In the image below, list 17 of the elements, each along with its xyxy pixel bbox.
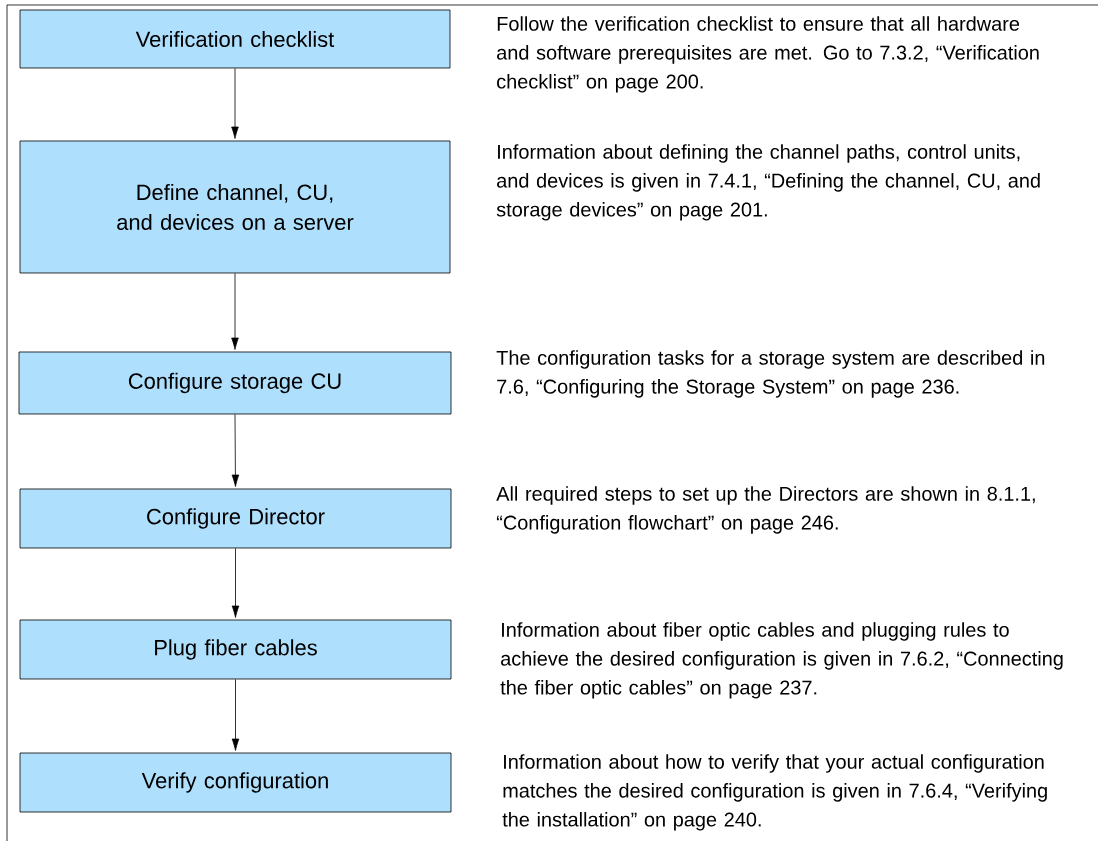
process-box: Define channel, CU, and devices on a server (19, 140, 451, 274)
process-box: Configure Director (19, 488, 452, 549)
arrow (231, 414, 240, 487)
description-text: Information about fiber optic cables and plugging rules to achieve the desired configuration is given in 7.6.2, “Connecting the fiber optic cables” on page 237. (500, 622, 1063, 699)
arrow (231, 273, 239, 350)
arrow (231, 548, 240, 618)
process-box: Plug fiber cables (19, 619, 452, 680)
arrow (231, 68, 239, 139)
description-text: Follow the verification checklist to ensure that all hardware and software prerequisites are met. Go to 7.3.2, “Verification checklist” on page 200. (497, 16, 1039, 93)
arrow (231, 679, 240, 751)
process-box: Configure storage CU (18, 351, 452, 415)
description-text: All required steps to set up the Directors are shown in 8.1.1, “Configuration flowchart” on page 246. (496, 486, 1035, 534)
process-box: Verification checklist (19, 9, 451, 69)
process-box: Verify configuration (19, 752, 452, 813)
description-text: Information about defining the channel paths, control units, and devices is given in 7.4.1, “Defining the channel, CU, and storage devices” on page 201. (496, 144, 1040, 221)
description-text: The configuration tasks for a storage system are described in 7.6, “Configuring the Storage System” on page 236. (496, 350, 1045, 398)
description-text: Information about how to verify that your actual configuration matches the desired configuration is given in 7.6.4, “Verifying the installation” on page 240. (502, 754, 1047, 831)
